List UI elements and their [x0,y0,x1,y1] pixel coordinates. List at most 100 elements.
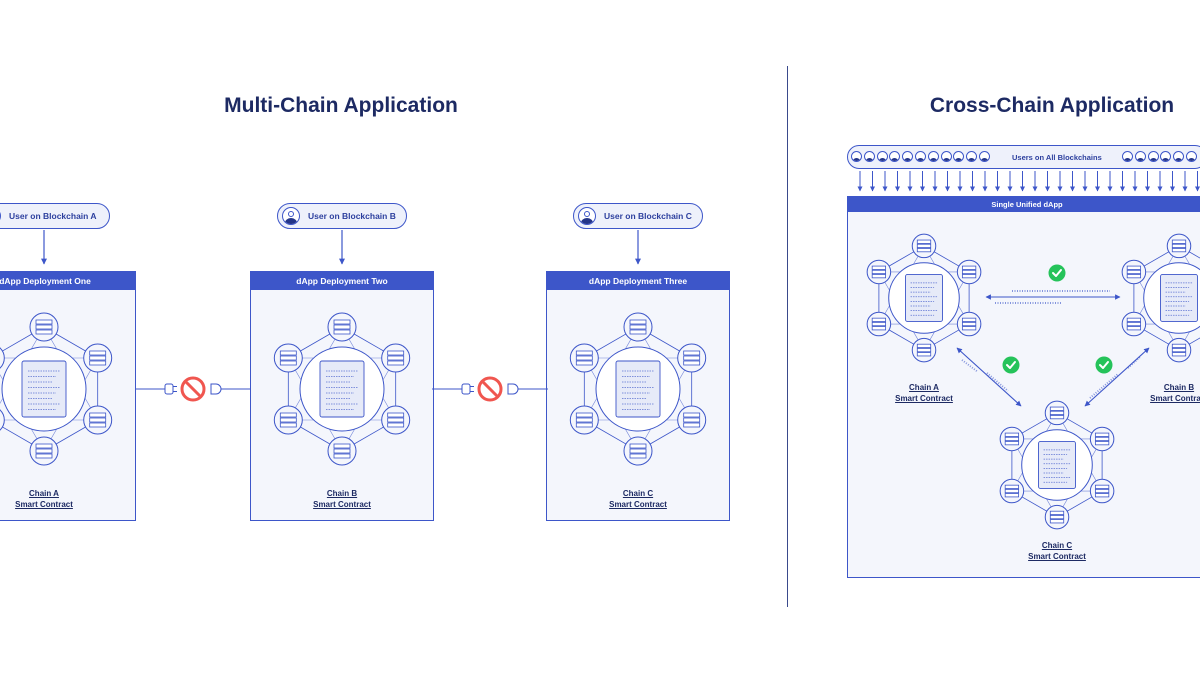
server-rack [387,355,405,361]
server-rack [916,343,932,348]
server-node-icon [1044,504,1070,530]
user-avatar-icon [578,207,596,225]
server-rack [1171,352,1187,357]
node-circle [0,409,5,431]
check-circle [1048,264,1066,282]
server-rack [387,350,405,356]
deployment-header: dApp Deployment Three [547,272,729,290]
server-node-icon [273,343,303,373]
user-pill-label: User on Blockchain B [308,211,396,221]
server-node-icon [623,436,653,466]
server-rack [916,248,932,253]
server-rack [333,319,351,325]
server-rack [89,422,107,428]
server-rack [575,360,593,366]
server-rack [961,317,977,322]
server-rack [683,417,701,423]
server-rack [1171,347,1187,353]
plug-body [461,383,471,395]
server-rack [575,350,593,356]
server-rack [916,243,932,249]
chain-subtitle: Smart Contract [313,500,371,509]
server-rack [1171,239,1187,244]
server-node-icon [999,426,1025,452]
check-mark [1006,361,1016,369]
bidirectional-link-ac [956,347,1022,407]
plug-body [164,383,174,395]
check-mark [1099,361,1109,369]
socket-icon [210,383,222,395]
server-rack [279,355,297,361]
server-rack [279,350,297,356]
server-node-icon [1121,311,1147,337]
server-node-icon [1166,233,1192,259]
server-rack [629,443,647,449]
server-rack [1049,406,1065,411]
server-rack [333,448,351,454]
deployment-header: dApp Deployment Two [251,272,433,290]
server-rack [683,350,701,356]
cc-chain-b-network [1121,233,1200,363]
server-rack [1004,441,1020,446]
server-rack [89,355,107,361]
server-rack [1126,326,1142,331]
server-rack [1049,519,1065,524]
server-rack [89,350,107,356]
server-rack [871,265,887,270]
server-rack [1171,243,1187,249]
user-avatar-icon [1122,151,1133,162]
user-avatar-icon [282,207,300,225]
server-rack [1004,436,1020,442]
server-rack [629,324,647,330]
server-rack [916,239,932,244]
smart-contract-document-icon [905,274,943,322]
server-rack [1094,493,1110,498]
server-rack [961,321,977,327]
server-node-icon [623,312,653,342]
chain-name: Chain B [326,489,358,498]
server-rack [89,417,107,423]
server-rack [1094,432,1110,437]
multi-chain-title: Multi-Chain Application [224,94,458,117]
user-avatar-icon [1160,151,1172,162]
server-rack [279,417,297,423]
dapp-deployment-two: dApp Deployment Two [250,271,434,521]
cc-chain-label-a: Chain A Smart Contract [895,382,953,404]
socket-body [210,383,222,395]
server-rack [961,326,977,331]
server-node-icon [381,343,411,373]
chain-name: Chain A [909,383,939,392]
network-link [1178,245,1200,283]
user-avatar-icon [889,151,901,162]
server-rack [916,352,932,357]
server-rack [1049,510,1065,515]
server-rack [89,360,107,366]
user-avatar-icon [1173,151,1185,162]
server-node-icon [1121,259,1147,285]
checkmark-icon [1095,356,1113,374]
server-rack [683,422,701,428]
checkmark-icon [1002,356,1020,374]
server-rack [575,355,593,361]
server-rack [1004,432,1020,437]
user-pill-c: User on Blockchain C [573,203,703,229]
smart-contract-document-icon [1038,441,1076,489]
server-node-icon [83,343,113,373]
user-avatar-icon [979,151,990,162]
server-node-icon [866,311,892,337]
smart-contract-document-icon [21,360,67,418]
server-rack [575,422,593,428]
server-node-icon [866,259,892,285]
server-node-icon [273,405,303,435]
server-rack [35,448,53,454]
server-rack [1094,484,1110,489]
deployment-header: dApp Deployment One [0,272,135,290]
server-rack [333,453,351,459]
server-rack [387,422,405,428]
server-node-icon [677,343,707,373]
server-rack [629,319,647,325]
server-rack [683,412,701,418]
blocked-connection-ab [135,376,251,402]
server-rack [629,329,647,335]
